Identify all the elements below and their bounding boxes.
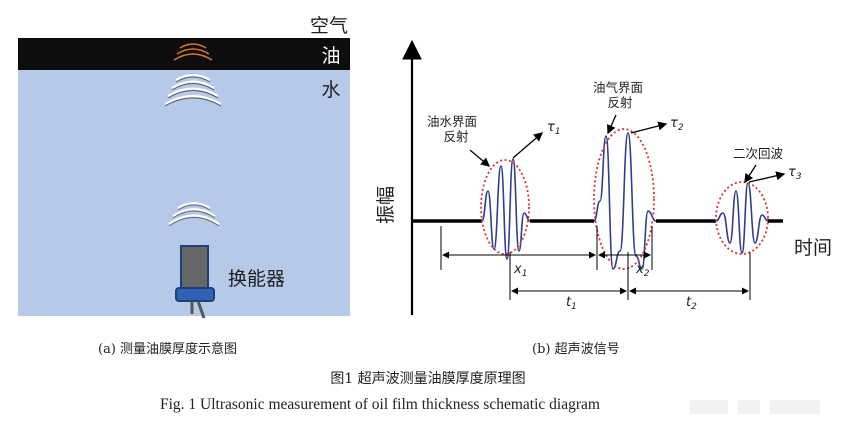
- t2-label: t2: [686, 295, 697, 312]
- tau-1-label: τ1: [547, 120, 561, 137]
- placeholder-bar-1: [690, 400, 728, 414]
- tau-2-arrow: [630, 121, 668, 134]
- echo-1-waveform: [481, 158, 531, 260]
- baseline-gap-1: [482, 218, 530, 224]
- echo-1-label-arrow: [469, 149, 490, 167]
- tau-1-arrow: [512, 132, 543, 159]
- placeholder-bar-2: [738, 400, 760, 414]
- echo-3-waveform: [715, 182, 769, 254]
- x1-label: x1: [513, 262, 527, 279]
- echo-1-ellipse: [480, 159, 530, 255]
- oil-label: 油: [321, 45, 340, 67]
- reflected-wave-shadow-icon: [164, 76, 222, 107]
- echo-3-label: 二次回波: [733, 146, 784, 161]
- oil-layer: [18, 38, 350, 70]
- oil-surface-wave-icon: [173, 43, 213, 61]
- figure-caption-zh: 图1 超声波测量油膜厚度原理图: [330, 371, 526, 387]
- transducer-icon: [175, 245, 215, 319]
- x2-label: x2: [635, 262, 650, 279]
- reflected-wave-icon: [164, 74, 222, 105]
- tau-3-arrow: [748, 171, 786, 183]
- x-axis-label: 时间: [794, 237, 832, 259]
- t1-label: t1: [566, 295, 577, 312]
- emitted-wave-shadow-icon: [168, 204, 220, 227]
- echo-signals: [481, 132, 769, 270]
- air-label: 空气: [310, 15, 348, 37]
- baseline-gap-3: [716, 218, 768, 224]
- panel-a: 空气 油 水 换能器: [18, 15, 350, 319]
- water-label: 水: [321, 79, 340, 101]
- dimension-lines: [440, 226, 751, 300]
- tau-2-label: τ2: [670, 116, 684, 133]
- echo-2-label: 油气界面反射: [593, 80, 643, 110]
- echo-2-waveform: [593, 132, 657, 270]
- caption-b: (b) 超声波信号: [532, 342, 620, 357]
- caption-a: (a) 测量油膜厚度示意图: [98, 342, 238, 357]
- echo-1-label: 油水界面反射: [427, 114, 477, 144]
- baseline-gap-2: [594, 218, 656, 224]
- emitted-wave-icon: [168, 202, 220, 225]
- echo-2-label-arrow: [607, 114, 617, 135]
- y-axis-label: 振幅: [375, 186, 397, 224]
- echo-3-ellipse: [715, 181, 769, 255]
- echo-2-ellipse: [593, 128, 655, 270]
- tau-3-label: τ3: [788, 165, 802, 182]
- figure-caption-en: Fig. 1 Ultrasonic measurement of oil fil…: [160, 396, 600, 413]
- placeholder-bar-3: [770, 400, 820, 414]
- transducer-label: 换能器: [228, 268, 285, 290]
- echo-3-label-arrow: [744, 164, 757, 184]
- panel-b: 振幅 时间 油水界面反射 油气界面反射 二次回波 τ1 τ2 τ3 x1 x2 …: [375, 39, 832, 315]
